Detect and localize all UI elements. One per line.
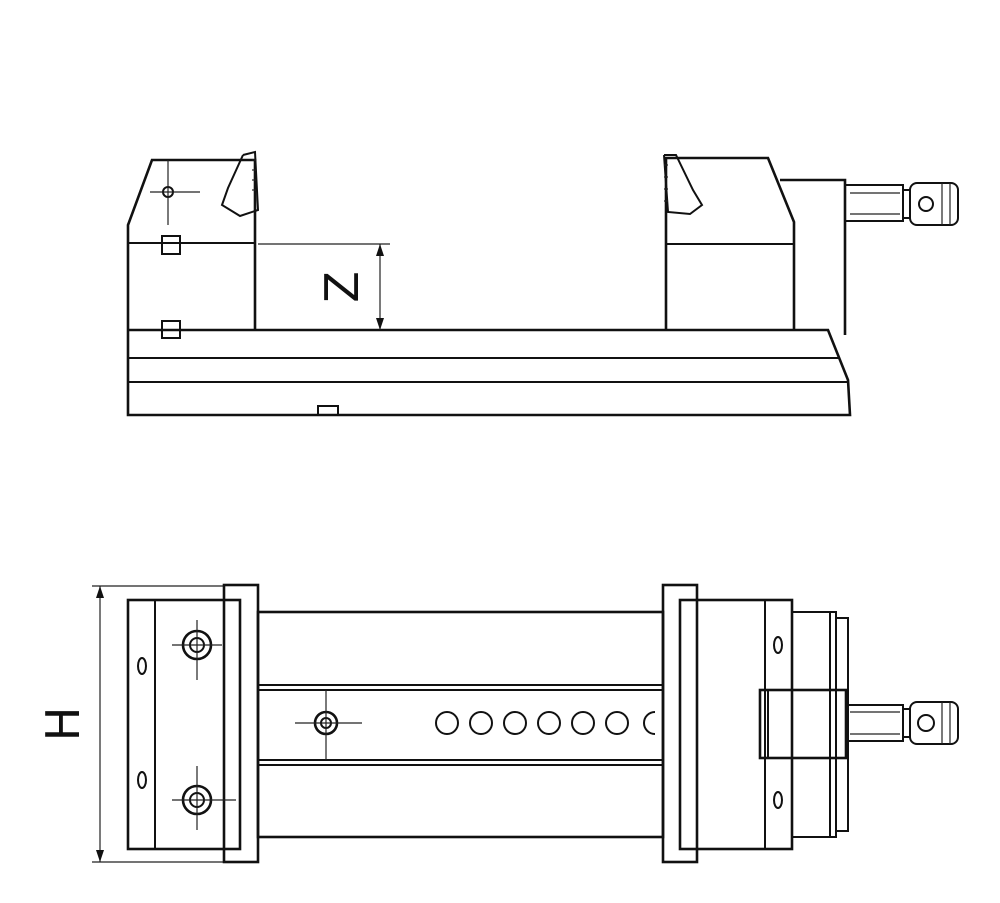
movable-jaw [663,154,847,335]
z-dimension: Z [258,243,390,330]
nut-bore-icon [917,714,935,732]
socket-screw-icon [172,620,222,680]
fixed-jaw-plate [126,583,260,864]
socket-screw-icon [172,766,236,830]
spindle-handle [844,182,959,226]
hole-row [435,711,656,735]
h-label: H [36,707,90,742]
base-body [126,328,852,417]
z-label: Z [315,271,369,303]
spindle-handle-top [845,701,959,745]
top-view: H [36,583,959,864]
fixed-jaw [126,150,260,339]
bolt-hole-icon [150,160,200,225]
nut-bore-icon [918,196,934,212]
guide-rails [256,610,665,839]
side-view: Z [126,150,959,417]
center-screw-icon [295,690,362,760]
h-dimension: H [36,585,225,863]
movable-jaw-block [661,583,849,864]
